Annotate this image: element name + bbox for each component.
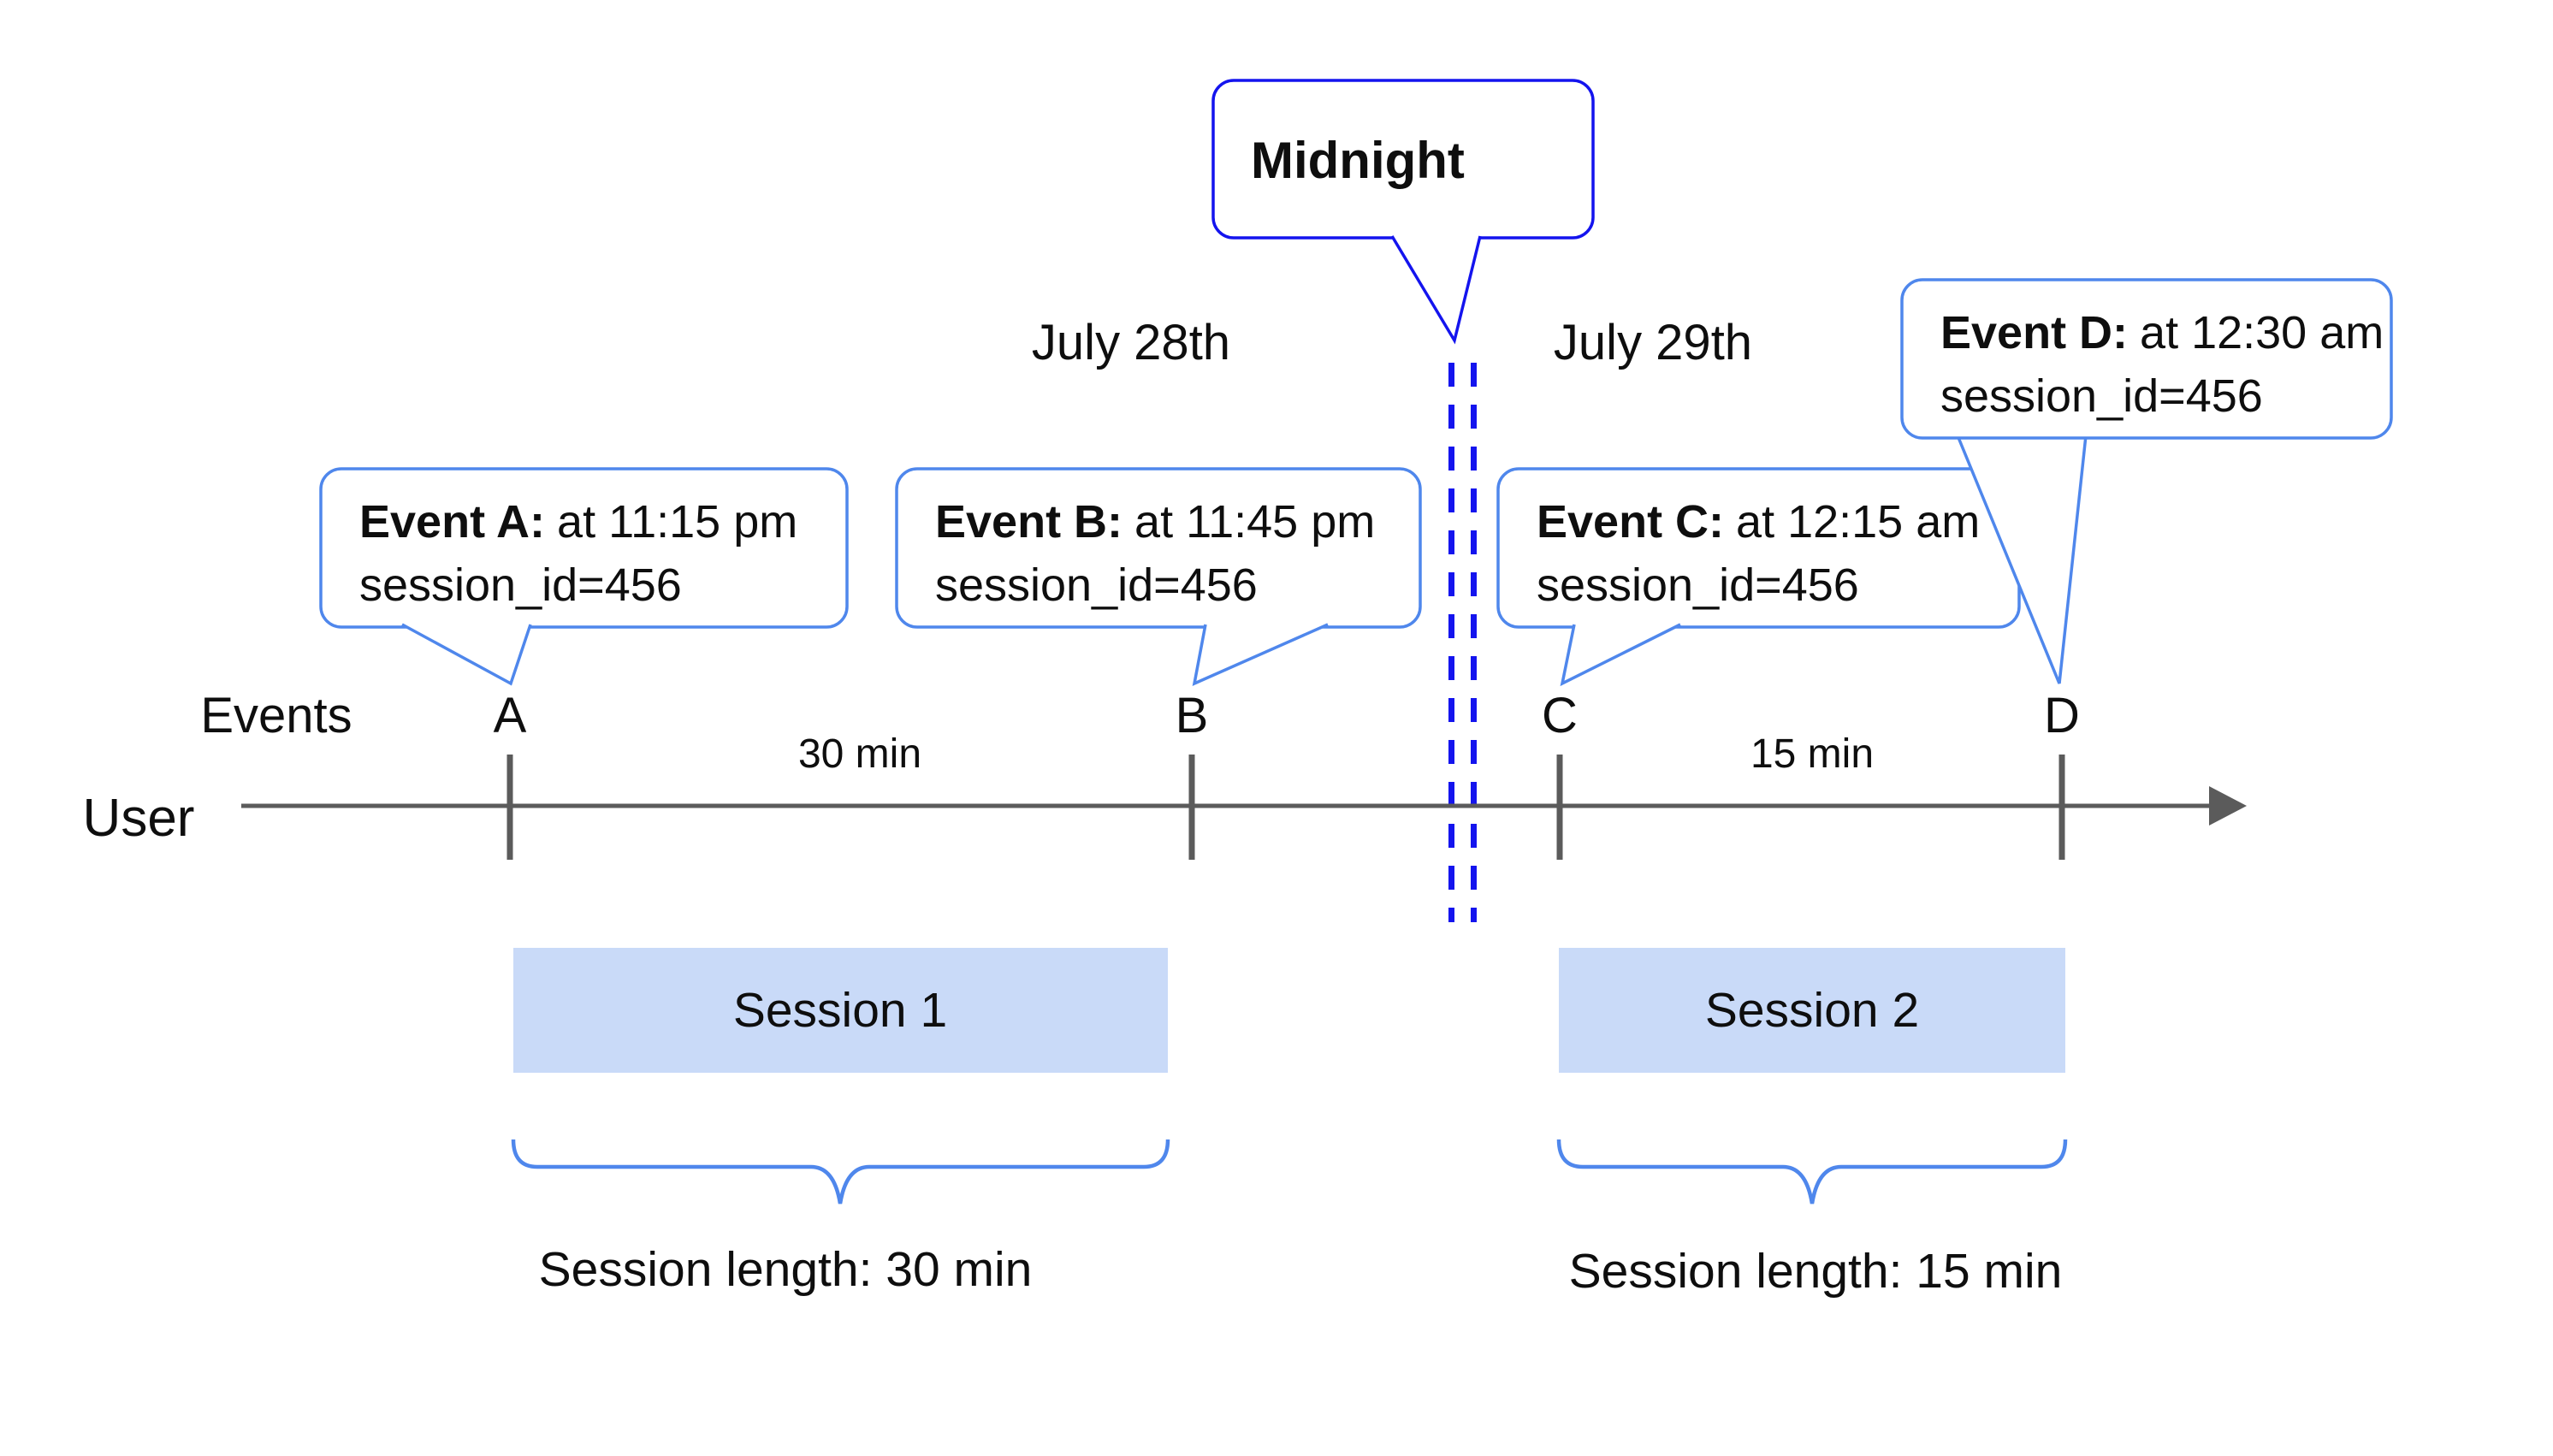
event-b-line2: session_id=456 (935, 559, 1258, 611)
date-label-july-28: July 28th (1032, 315, 1230, 370)
event-d-line1: Event D:at 12:30 am (1940, 307, 2384, 358)
session-2-group: Session 2 Session length: 15 min (1556, 948, 2068, 1299)
event-d-bubble (1900, 278, 2393, 440)
events-axis-label: Events (200, 688, 352, 743)
event-a-line2: session_id=456 (359, 559, 682, 611)
session-1-label: Session 1 (733, 983, 947, 1038)
session-1-box (513, 948, 1168, 1073)
event-c-callout: Event C:at 12:15 am session_id=456 (1496, 467, 2021, 687)
event-c-tail (1560, 623, 1681, 687)
session-2-length-label: Session length: 15 min (1569, 1244, 2063, 1299)
midnight-divider-dashed-lines (1448, 363, 1477, 922)
event-a-bubble (319, 467, 849, 629)
event-a-tail (401, 623, 532, 686)
midnight-callout-tail (1390, 235, 1482, 345)
session-2-box (1559, 948, 2065, 1073)
user-timeline: A B C D Events User 30 min 15 min (83, 688, 2247, 860)
event-b-bubble (895, 467, 1422, 629)
interval-label-15min: 15 min (1750, 731, 1874, 777)
event-c-line2: session_id=456 (1537, 559, 1859, 611)
tick-label-a: A (494, 688, 527, 743)
event-d-line2: session_id=456 (1940, 370, 2263, 422)
event-b-tail (1192, 623, 1329, 686)
midnight-callout: Midnight (1211, 79, 1595, 345)
event-d-tail (1956, 435, 2088, 684)
user-axis-label: User (83, 789, 195, 848)
timeline-arrowhead-icon (2209, 786, 2247, 826)
event-a-callout: Event A:at 11:15 pm session_id=456 (319, 467, 849, 686)
session-2-brace (1556, 1139, 2068, 1204)
event-b-callout: Event B:at 11:45 pm session_id=456 (895, 467, 1422, 686)
tick-label-b: B (1176, 688, 1209, 743)
date-label-july-29: July 29th (1554, 315, 1752, 370)
session-1-group: Session 1 Session length: 30 min (511, 948, 1170, 1297)
event-c-line1: Event C:at 12:15 am (1537, 496, 1980, 547)
tick-label-d: D (2044, 688, 2080, 743)
event-b-line1: Event B:at 11:45 pm (935, 496, 1375, 547)
session-2-label: Session 2 (1705, 983, 1919, 1038)
interval-label-30min: 30 min (798, 731, 921, 777)
event-d-callout: Event D:at 12:30 am session_id=456 (1900, 278, 2393, 684)
tick-label-c: C (1542, 688, 1578, 743)
event-a-line1: Event A:at 11:15 pm (359, 496, 797, 547)
session-1-brace (511, 1139, 1170, 1204)
session-1-length-label: Session length: 30 min (539, 1242, 1033, 1297)
midnight-callout-label: Midnight (1251, 132, 1465, 189)
